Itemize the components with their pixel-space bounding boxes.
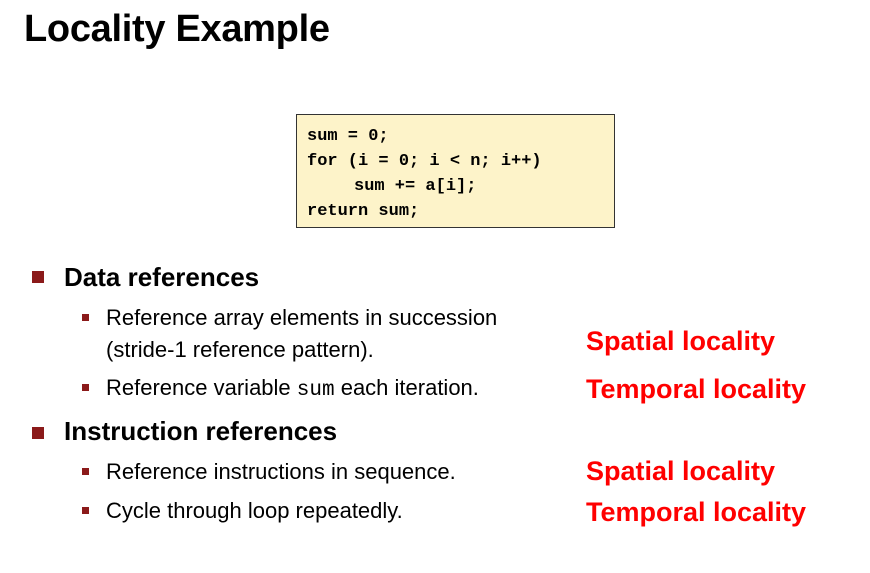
locality-label: Spatial locality [586, 326, 776, 356]
code-line: return sum; [307, 202, 420, 221]
item-text-before: Reference variable [106, 375, 297, 400]
code-line: sum = 0; [307, 127, 389, 146]
list-item-instructions-sequence: Reference instructions in sequence. [106, 459, 456, 484]
code-line: for (i = 0; i < n; i++) [307, 152, 542, 171]
locality-label: Spatial locality [586, 456, 776, 486]
code-block: sum = 0; for (i = 0; i < n; i++) sum += a[… [296, 114, 615, 228]
section-bullet-icon [32, 427, 44, 439]
locality-label: Temporal locality [586, 374, 807, 404]
list-item-cycle-loop: Cycle through loop repeatedly. [106, 498, 403, 523]
locality-label: Temporal locality [586, 497, 807, 527]
item-text-after: each iteration. [334, 375, 479, 400]
section-bullet-icon [32, 271, 44, 283]
item-bullet-icon [82, 507, 89, 514]
section-heading-instruction-references: Instruction references [64, 416, 338, 446]
item-bullet-icon [82, 314, 89, 321]
inline-code: sum [296, 379, 335, 402]
code-line: sum += a[i]; [354, 177, 477, 196]
page-title: Locality Example [24, 8, 330, 50]
list-item-sum-variable: Reference variable sum each iteration. [106, 372, 479, 407]
item-text-line2: (stride-1 reference pattern). [106, 337, 374, 362]
list-item-array-elements: Reference array elements in succession (… [106, 302, 497, 366]
item-bullet-icon [82, 384, 89, 391]
item-text-line1: Reference array elements in succession [106, 305, 498, 330]
item-bullet-icon [82, 468, 89, 475]
section-heading-data-references: Data references [64, 262, 260, 292]
